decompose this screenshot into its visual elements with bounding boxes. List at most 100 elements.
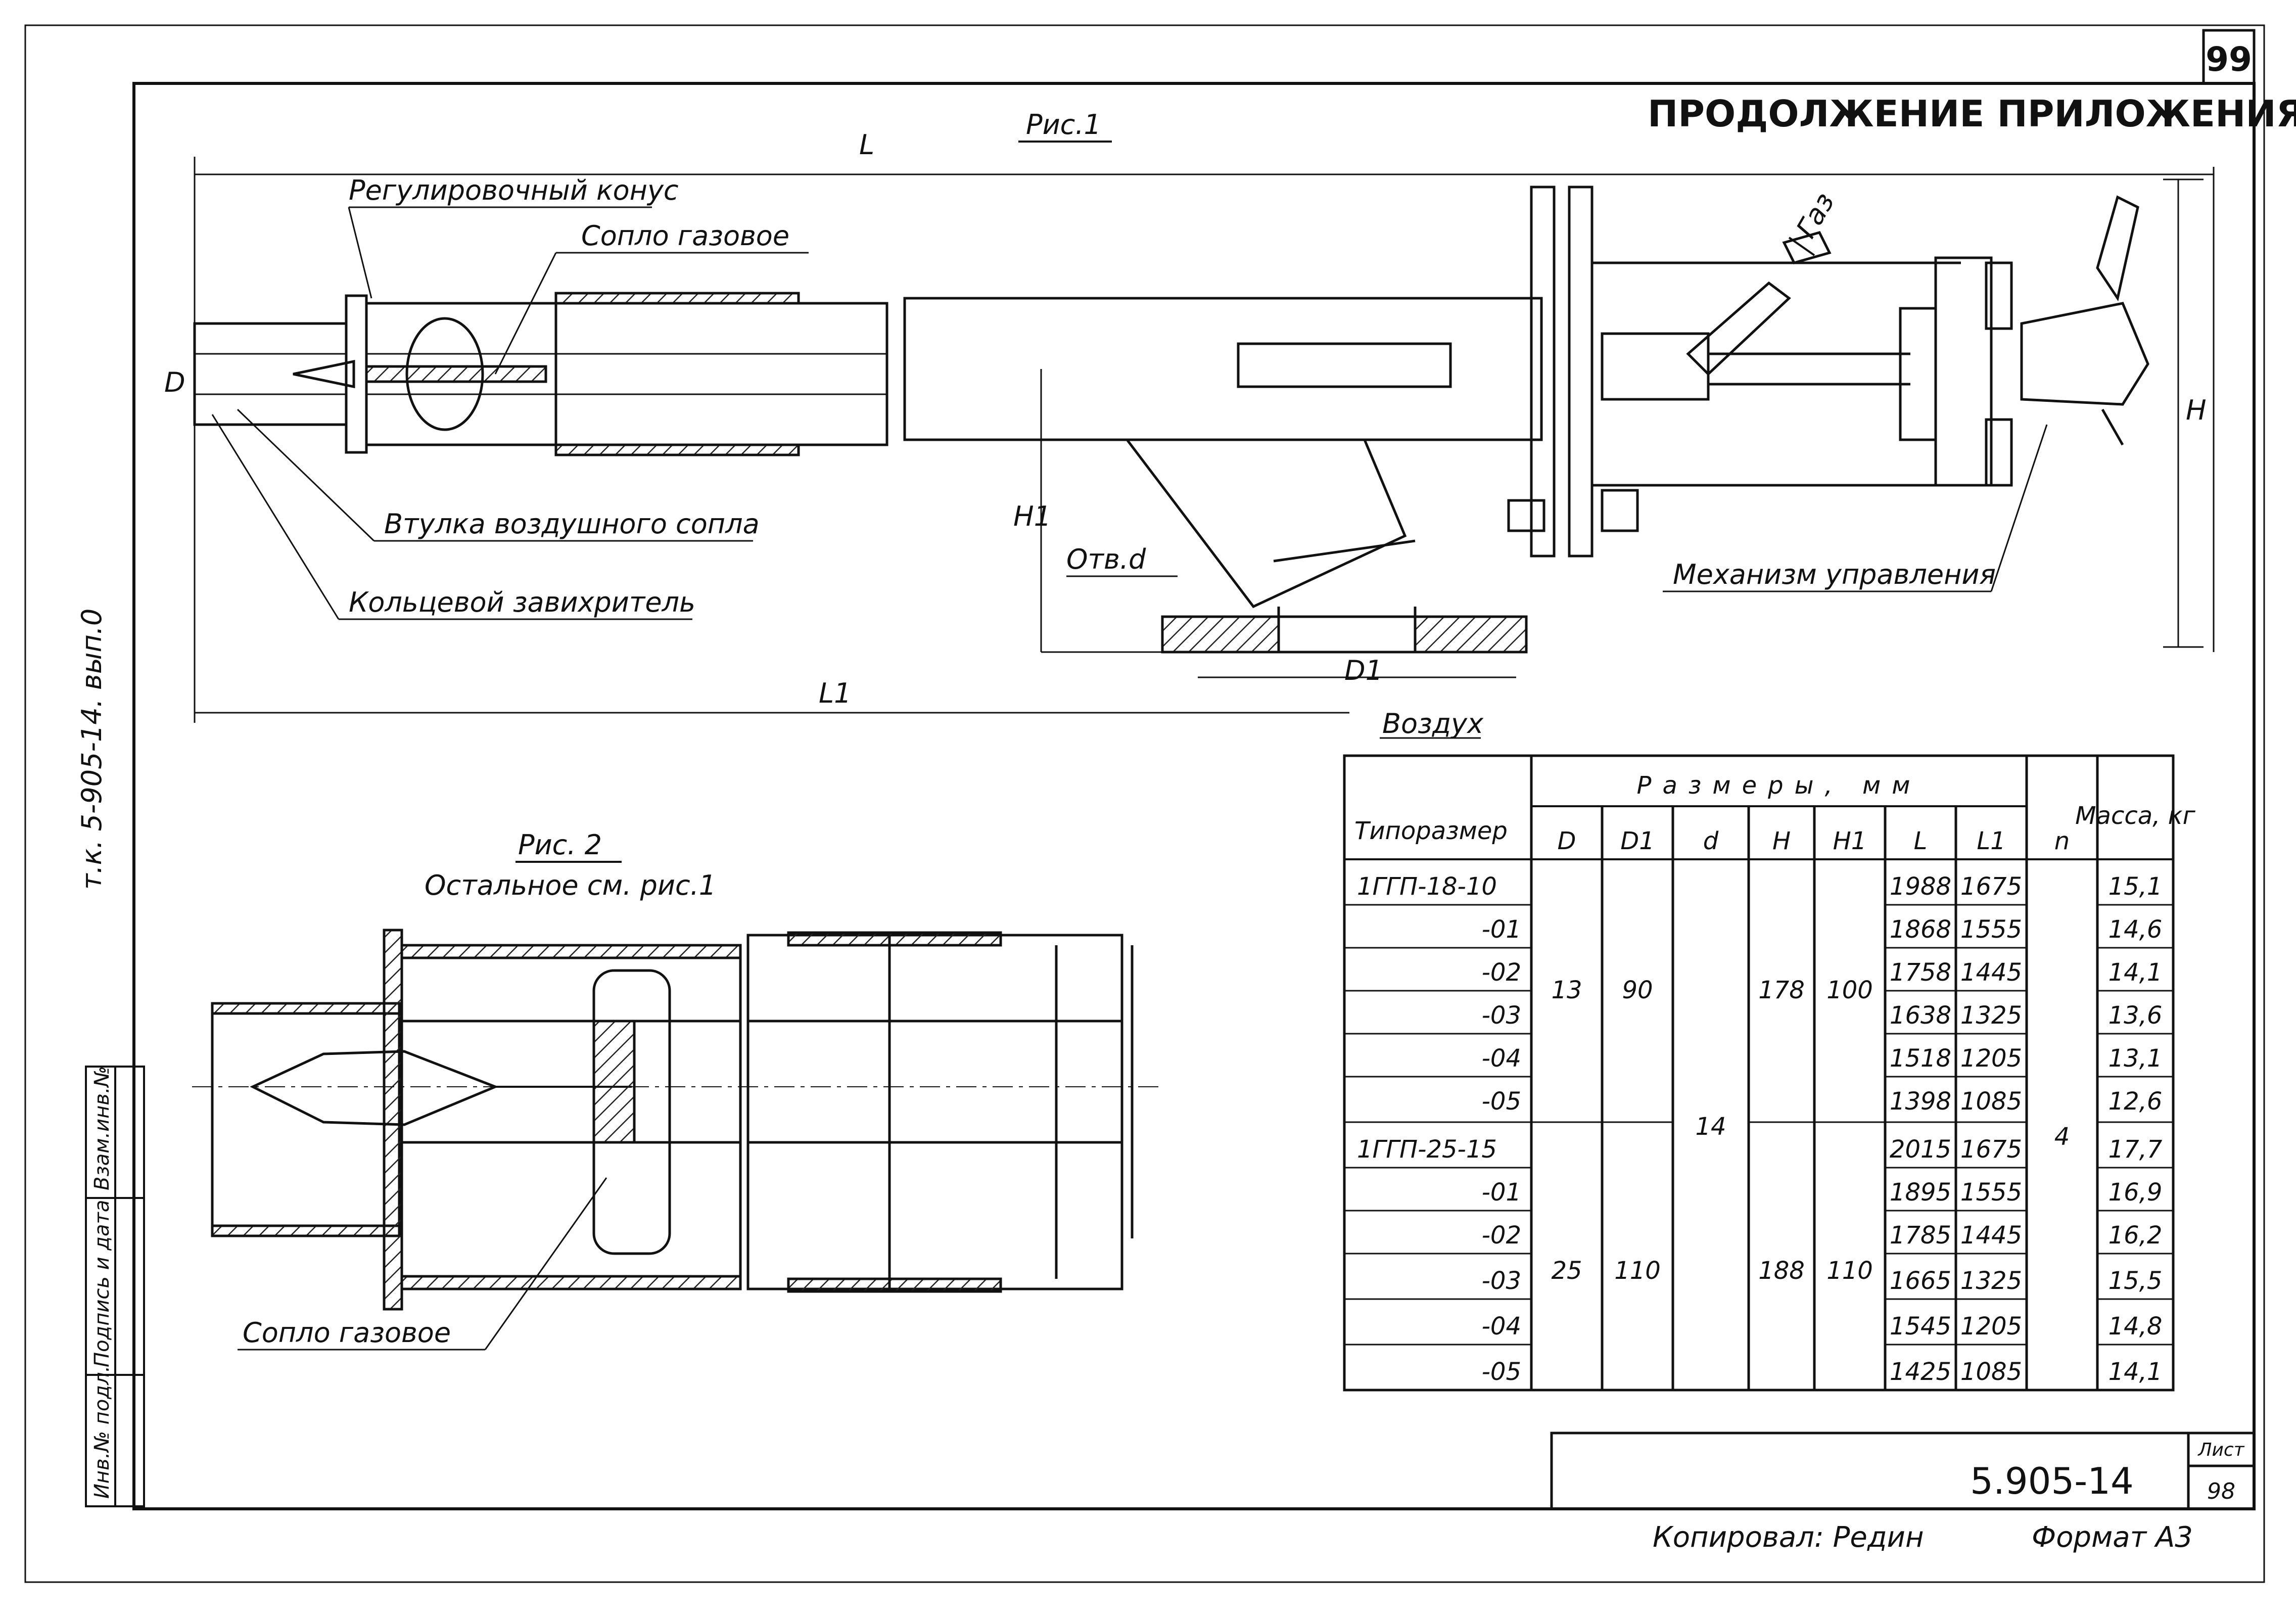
sheet-frame [24, 24, 2265, 1583]
format: Формат А3 [2032, 1521, 2193, 1554]
svg-text:14,1: 14,1 [2108, 958, 2163, 987]
table-col-L1: L1 [1977, 827, 2005, 855]
table-col-n: n [2054, 827, 2070, 855]
fig2-subcaption: Остальное см. рис.1 [425, 869, 716, 901]
table-row: -04 1518 1205 13,1 [1482, 1044, 2163, 1073]
svg-text:13,6: 13,6 [2108, 1001, 2163, 1030]
label-air: Воздух [1382, 708, 1484, 740]
group2-H: 188 [1758, 1257, 1805, 1285]
table-col-mass: Масса, кг [2075, 802, 2196, 830]
sheet-label: Лист [2197, 1440, 2244, 1460]
svg-text:1ГГП-18-10: 1ГГП-18-10 [1357, 872, 1497, 901]
svg-text:14,6: 14,6 [2108, 915, 2163, 944]
label-cone: Регулировочный конус [349, 174, 679, 206]
side-stamp-label-3: Взам.инв.№ [90, 1066, 114, 1190]
label-air-sleeve: Втулка воздушного сопла [384, 508, 760, 540]
label-gas-nozzle: Сопло газовое [581, 220, 789, 252]
table-row: -02 1785 1445 16,2 [1482, 1221, 2163, 1250]
table-row: -02 1758 1445 14,1 [1482, 958, 2163, 987]
table-col-L: L [1914, 827, 1928, 855]
svg-text:1675: 1675 [1960, 1135, 2022, 1164]
svg-text:1638: 1638 [1890, 1001, 1951, 1030]
table-col-D1: D1 [1620, 827, 1655, 855]
svg-text:1205: 1205 [1960, 1044, 2022, 1073]
table-col-type: Типоразмер [1354, 817, 1508, 845]
table-group-header: Размеры, мм [1637, 771, 1922, 800]
table-row: -01 1895 1555 16,9 [1482, 1178, 2163, 1207]
group2-H1: 110 [1826, 1257, 1873, 1285]
svg-text:1665: 1665 [1890, 1267, 1951, 1295]
table-row: 1ГГП-25-15 2015 1675 17,7 [1357, 1135, 2163, 1164]
svg-text:1895: 1895 [1890, 1178, 1951, 1207]
svg-text:-04: -04 [1482, 1312, 1521, 1341]
svg-text:1325: 1325 [1960, 1267, 2022, 1295]
svg-text:1085: 1085 [1960, 1358, 2022, 1386]
svg-text:14,1: 14,1 [2108, 1358, 2163, 1386]
fig2-caption: Рис. 2 [518, 829, 602, 861]
fig1-caption: Рис.1 [1026, 109, 1101, 141]
table-row: -05 1398 1085 12,6 [1482, 1087, 2163, 1116]
title-block [1550, 1432, 2256, 1510]
table-col-D: D [1558, 827, 1576, 855]
label-gas: Газ [1790, 187, 1841, 243]
svg-text:1445: 1445 [1960, 958, 2022, 987]
label-control: Механизм управления [1673, 559, 1996, 590]
group1-D: 13 [1551, 976, 1582, 1004]
svg-text:-03: -03 [1482, 1001, 1521, 1030]
table-col-H: H [1772, 827, 1791, 855]
dim-L1: L1 [819, 677, 851, 709]
svg-text:16,9: 16,9 [2108, 1178, 2163, 1207]
dim-H: H [2186, 394, 2207, 426]
cell-n: 4 [2054, 1123, 2070, 1151]
dim-H1: H1 [1013, 500, 1051, 532]
dim-D1: D1 [1344, 655, 1383, 686]
svg-text:15,1: 15,1 [2108, 872, 2163, 901]
svg-text:-03: -03 [1482, 1267, 1521, 1295]
table-row: -01 1868 1555 14,6 [1482, 915, 2163, 944]
svg-text:1205: 1205 [1960, 1312, 2022, 1341]
svg-text:1868: 1868 [1890, 915, 1951, 944]
svg-text:2015: 2015 [1890, 1135, 1951, 1164]
svg-text:12,6: 12,6 [2108, 1087, 2163, 1116]
cell-d: 14 [1695, 1113, 1726, 1141]
svg-text:1758: 1758 [1890, 958, 1951, 987]
dim-D: D [164, 366, 185, 398]
svg-text:15,5: 15,5 [2108, 1267, 2163, 1295]
svg-text:-04: -04 [1482, 1044, 1521, 1073]
side-stamp-label-1: Инв.№ подл. [90, 1366, 114, 1499]
label-holes: Отв.d [1066, 543, 1146, 575]
group1-D1: 90 [1622, 976, 1653, 1004]
fig1-burner [193, 157, 2215, 723]
svg-text:1ГГП-25-15: 1ГГП-25-15 [1357, 1135, 1497, 1164]
table-row: -03 1638 1325 13,6 [1482, 1001, 2163, 1030]
label-swirler: Кольцевой завихритель [349, 586, 695, 618]
svg-text:16,2: 16,2 [2108, 1221, 2163, 1250]
svg-text:-01: -01 [1482, 1178, 1521, 1207]
table-row: -04 1545 1205 14,8 [1482, 1312, 2163, 1341]
svg-text:1445: 1445 [1960, 1221, 2022, 1250]
doc-code: 5.905-14 [1970, 1460, 2134, 1502]
svg-text:1545: 1545 [1890, 1312, 1951, 1341]
copied-by: Копировал: Редин [1653, 1521, 1924, 1554]
side-note: т.к. 5-905-14. вып.0 [76, 609, 108, 890]
svg-text:17,7: 17,7 [2108, 1135, 2163, 1164]
svg-text:1555: 1555 [1960, 1178, 2022, 1207]
page-number: 99 [2206, 40, 2252, 79]
svg-text:-05: -05 [1482, 1358, 1521, 1386]
svg-text:1425: 1425 [1890, 1358, 1951, 1386]
size-table [1343, 754, 2175, 1392]
table-row: -05 1425 1085 14,1 [1482, 1358, 2163, 1386]
svg-text:1085: 1085 [1960, 1087, 2022, 1116]
table-row: -03 1665 1325 15,5 [1482, 1267, 2163, 1295]
group1-H: 178 [1758, 976, 1805, 1004]
svg-text:-01: -01 [1482, 915, 1521, 944]
svg-text:-02: -02 [1482, 1221, 1521, 1250]
table-col-d: d [1703, 827, 1719, 855]
svg-text:1398: 1398 [1890, 1087, 1951, 1116]
table-col-H1: H1 [1833, 827, 1867, 855]
svg-text:14,8: 14,8 [2108, 1312, 2163, 1341]
sheet-number: 98 [2207, 1479, 2235, 1504]
sheet-title: ПРОДОЛЖЕНИЕ ПРИЛОЖЕНИЯ 46 [1648, 93, 2296, 135]
svg-text:-05: -05 [1482, 1087, 1521, 1116]
